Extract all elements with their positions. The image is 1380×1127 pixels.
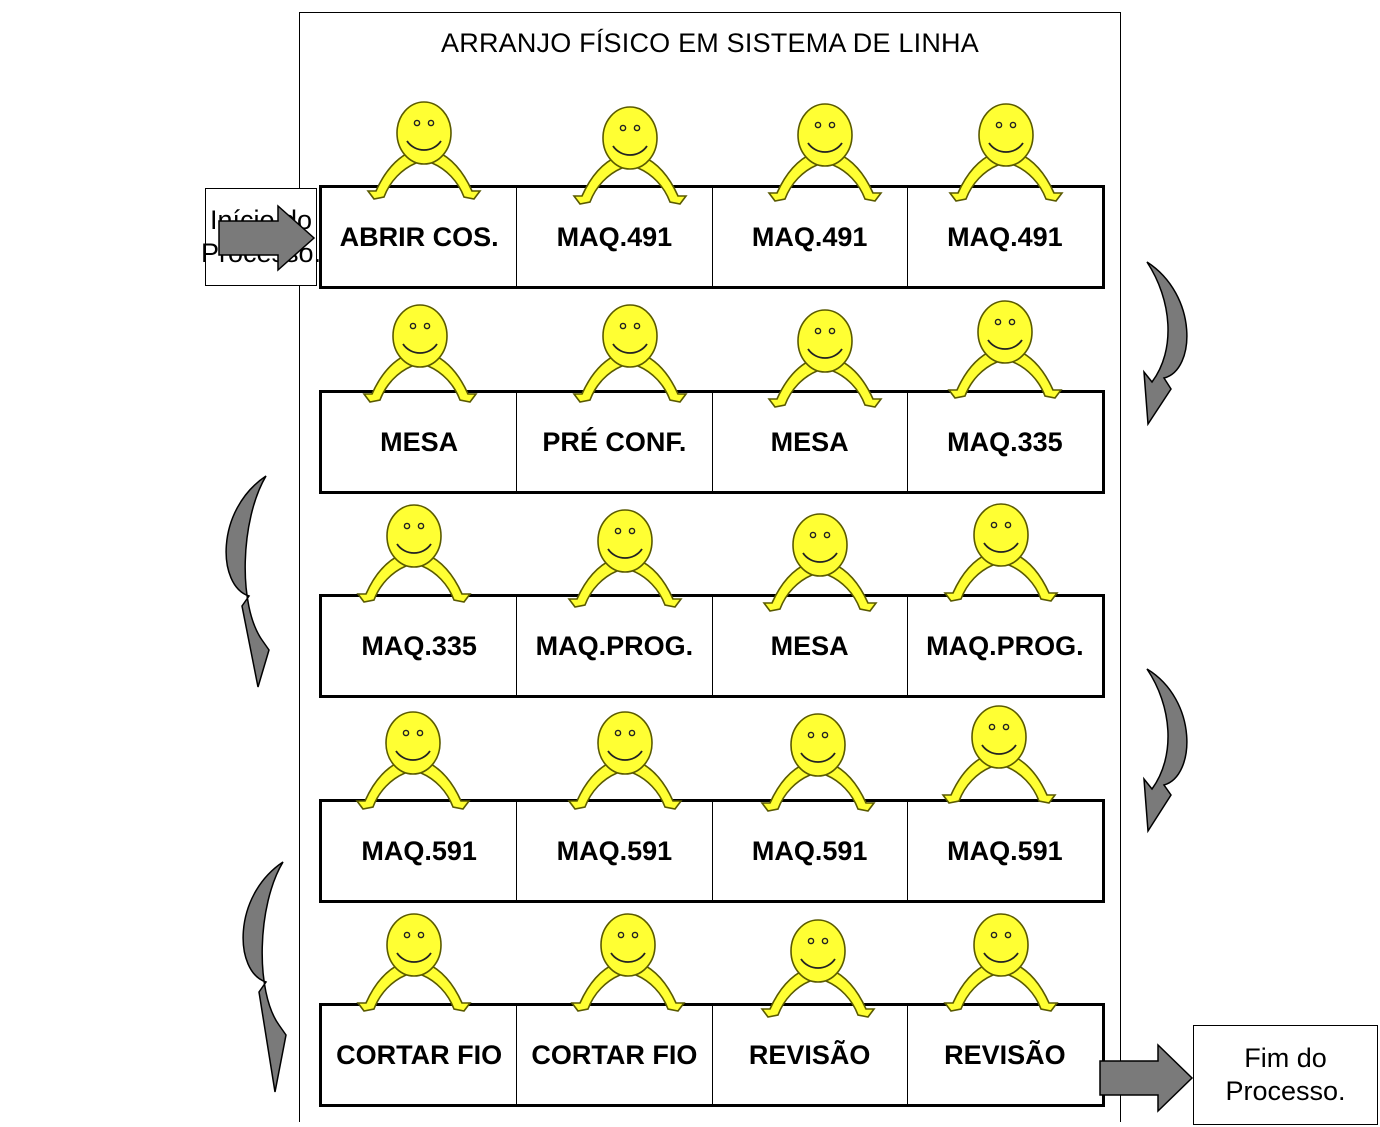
workstation: CORTAR FIO xyxy=(336,1039,503,1070)
end-label-line1: Fim do xyxy=(1244,1043,1327,1073)
worker-icon xyxy=(573,106,687,205)
worker-icon xyxy=(573,304,687,403)
process-end-note: Fim do Processo. xyxy=(1193,1025,1378,1125)
worker-icon xyxy=(357,913,471,1012)
worker-icon xyxy=(571,913,685,1012)
worker-icon xyxy=(948,300,1062,399)
worker-icon xyxy=(568,711,682,810)
exit-arrow-icon xyxy=(1099,1043,1194,1113)
worker-icon xyxy=(763,513,877,612)
curved-arrow-icon xyxy=(225,475,270,688)
workstation: MAQ.PROG. xyxy=(906,597,1102,695)
layout-frame xyxy=(299,12,1121,1122)
worker-icon xyxy=(944,503,1058,602)
worker-icon xyxy=(942,705,1056,804)
workstation: MESA xyxy=(711,393,907,491)
workstation: REVISÃO xyxy=(711,1006,907,1104)
worker-icon xyxy=(944,913,1058,1012)
workstation: MESA xyxy=(711,597,907,695)
workstation: MAQ.591 xyxy=(361,835,477,866)
entry-arrow-icon xyxy=(218,204,316,272)
workstation: MAQ.491 xyxy=(906,188,1102,286)
worker-icon xyxy=(761,919,875,1018)
diagram-title: ARRANJO FÍSICO EM SISTEMA DE LINHA xyxy=(441,28,979,58)
worker-icon xyxy=(761,713,875,812)
worker-icon xyxy=(356,711,470,810)
end-label-line2: Processo. xyxy=(1225,1076,1346,1106)
workstation: MAQ.591 xyxy=(516,802,711,900)
workstation: MAQ.335 xyxy=(906,393,1102,491)
worker-icon xyxy=(357,504,471,603)
workstation: MAQ.591 xyxy=(711,802,907,900)
workstation: ABRIR COS. xyxy=(339,221,499,252)
workstation: REVISÃO xyxy=(906,1006,1102,1104)
workstation: MAQ.491 xyxy=(711,188,907,286)
workstation-row-3: MAQ.335 MAQ.PROG. MESA MAQ.PROG. xyxy=(319,594,1105,698)
worker-icon xyxy=(768,309,882,408)
workstation: MAQ.335 xyxy=(361,630,477,661)
workstation: MAQ.PROG. xyxy=(516,597,711,695)
workstation: PRÉ CONF. xyxy=(516,393,711,491)
worker-icon xyxy=(768,103,882,202)
curved-arrow-icon xyxy=(1143,668,1188,834)
workstation-row-5: CORTAR FIO CORTAR FIO REVISÃO REVISÃO xyxy=(319,1003,1105,1107)
workstation: MAQ.591 xyxy=(906,802,1102,900)
workstation-row-4: MAQ.591 MAQ.591 MAQ.591 MAQ.591 xyxy=(319,799,1105,903)
curved-arrow-icon xyxy=(242,861,287,1093)
workstation: MAQ.491 xyxy=(516,188,711,286)
worker-icon xyxy=(568,509,682,608)
worker-icon xyxy=(367,101,481,200)
workstation-row-1: ABRIR COS. MAQ.491 MAQ.491 MAQ.491 xyxy=(319,185,1105,289)
worker-icon xyxy=(363,304,477,403)
workstation: CORTAR FIO xyxy=(516,1006,711,1104)
worker-icon xyxy=(949,103,1063,202)
workstation: MESA xyxy=(380,426,459,457)
curved-arrow-icon xyxy=(1143,261,1188,427)
workstation-row-2: MESA PRÉ CONF. MESA MAQ.335 xyxy=(319,390,1105,494)
